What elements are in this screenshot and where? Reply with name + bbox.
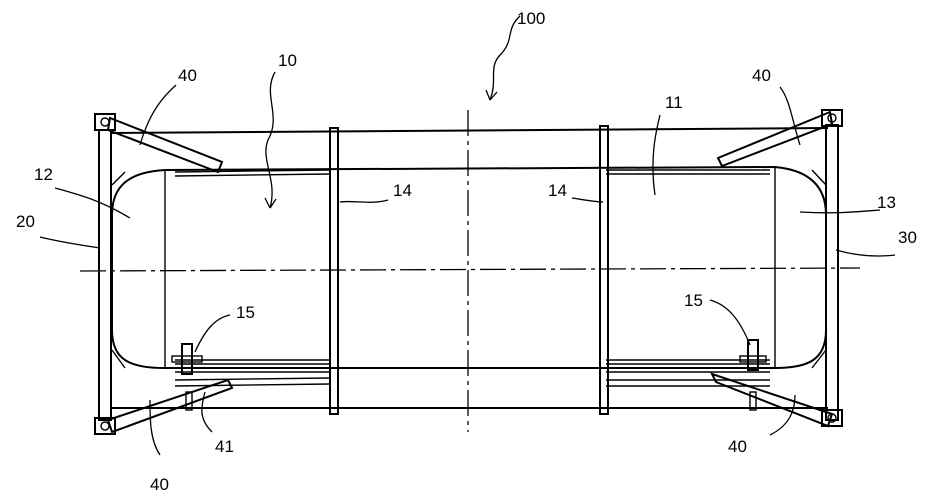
label-13: 13 <box>877 193 896 212</box>
leader-15-left <box>194 314 231 353</box>
label-11: 11 <box>665 93 683 112</box>
right-end-cap <box>774 166 827 369</box>
leader-14-left <box>339 199 389 203</box>
leader-41 <box>201 391 213 433</box>
left-end-cap <box>111 169 166 369</box>
brace-top-left <box>106 116 224 174</box>
horizontal-centerline <box>79 267 861 272</box>
right-bracket <box>739 339 767 411</box>
label-100: 100 <box>517 9 545 28</box>
brace-bottom-left <box>106 378 234 434</box>
brace-bottom-right <box>710 372 834 428</box>
right-flange <box>599 125 609 415</box>
label-12: 12 <box>34 165 53 184</box>
leader-30 <box>835 249 896 257</box>
leader-14-right <box>571 197 604 203</box>
label-14-right: 14 <box>548 181 567 200</box>
brace-top-right <box>716 110 834 168</box>
leader-11 <box>652 114 661 196</box>
leader-10 <box>265 71 276 209</box>
label-10: 10 <box>278 51 297 70</box>
tank-body <box>164 166 776 387</box>
label-20: 20 <box>16 212 35 231</box>
label-40-bottom-right: 40 <box>728 437 747 456</box>
leader-40-top-left <box>139 84 177 146</box>
leader-13 <box>799 209 881 214</box>
label-14-left: 14 <box>393 181 412 200</box>
leader-20 <box>39 236 101 249</box>
frame-top-line <box>109 127 829 134</box>
leader-40-bottom-right <box>769 394 796 436</box>
label-40-top-left: 40 <box>178 66 197 85</box>
label-40-bottom-left: 40 <box>150 475 169 494</box>
leader-40-top-right <box>779 86 801 146</box>
left-flange <box>329 127 339 415</box>
label-30: 30 <box>898 228 917 247</box>
label-41: 41 <box>215 437 234 456</box>
left-frame <box>94 113 116 435</box>
leader-12 <box>54 187 131 219</box>
label-40-top-right: 40 <box>752 66 771 85</box>
leader-15-right <box>709 299 751 346</box>
leader-100 <box>489 15 521 101</box>
leader-40-bottom-left <box>149 399 161 456</box>
label-15-left: 15 <box>236 303 255 322</box>
left-bracket <box>171 343 203 411</box>
label-15-right: 15 <box>684 291 703 310</box>
